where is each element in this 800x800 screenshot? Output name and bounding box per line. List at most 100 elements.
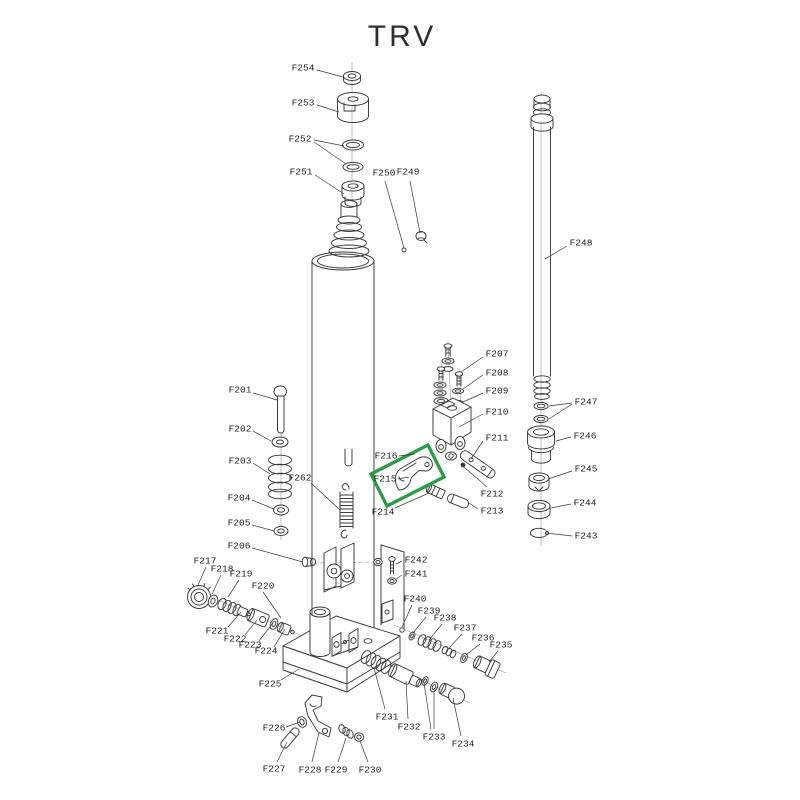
part-label-F254: F254 xyxy=(292,63,344,78)
piston-rod-top xyxy=(328,200,370,258)
svg-text:F250: F250 xyxy=(373,168,396,179)
part-label-F225: F225 xyxy=(259,668,300,690)
svg-text:F216: F216 xyxy=(375,451,398,462)
svg-text:F207: F207 xyxy=(486,349,509,360)
svg-text:F220: F220 xyxy=(252,581,275,592)
part-label-F241: F241 xyxy=(395,569,428,580)
return-spring xyxy=(339,448,354,539)
left-parts-column xyxy=(268,385,292,537)
svg-text:F248: F248 xyxy=(570,238,593,249)
svg-text:F252: F252 xyxy=(289,134,312,145)
part-label-F210: F210 xyxy=(458,407,509,428)
svg-text:F218: F218 xyxy=(211,564,234,575)
part-label-F239: F239 xyxy=(412,606,441,634)
part-label-F226: F226 xyxy=(263,721,301,734)
part-label-F240: F240 xyxy=(401,594,427,628)
parts-drawing xyxy=(187,71,555,749)
part-label-F209: F209 xyxy=(462,386,509,403)
svg-text:F223: F223 xyxy=(239,640,262,651)
svg-text:F229: F229 xyxy=(325,765,348,776)
base-assembly xyxy=(282,599,401,693)
svg-text:F247: F247 xyxy=(575,397,598,408)
part-label-F221: F221 xyxy=(206,611,242,637)
part-label-F213: F213 xyxy=(468,502,504,517)
part-label-F211: F211 xyxy=(470,433,509,460)
svg-text:F246: F246 xyxy=(574,431,597,442)
part-label-F220: F220 xyxy=(252,581,282,619)
part-label-F262: F262 xyxy=(289,473,341,511)
part-label-F233: F233 xyxy=(423,682,446,743)
part-label-F250: F250 xyxy=(373,168,405,249)
svg-text:F210: F210 xyxy=(486,407,509,418)
svg-text:F201: F201 xyxy=(229,385,252,396)
svg-text:F219: F219 xyxy=(230,569,253,580)
release-screw-assembly xyxy=(187,583,295,636)
svg-text:F205: F205 xyxy=(228,518,251,529)
axis-lines xyxy=(189,62,542,704)
svg-text:F231: F231 xyxy=(376,712,399,723)
part-label-F253: F253 xyxy=(292,98,340,113)
part-label-F227: F227 xyxy=(263,741,288,775)
svg-text:F240: F240 xyxy=(404,594,427,605)
top-cap-assembly xyxy=(337,71,369,207)
part-label-F229: F229 xyxy=(325,737,348,776)
part-label-F223: F223 xyxy=(239,623,273,651)
svg-text:F202: F202 xyxy=(229,424,252,435)
svg-text:F241: F241 xyxy=(405,569,428,580)
svg-text:F249: F249 xyxy=(397,167,420,178)
svg-text:F225: F225 xyxy=(259,679,282,690)
base-clevis xyxy=(331,632,342,657)
svg-text:F242: F242 xyxy=(405,555,428,566)
part-label-F230: F230 xyxy=(359,740,382,776)
part-label-F243: F243 xyxy=(545,531,598,542)
handle-bracket-assembly xyxy=(280,694,365,749)
part-label-F238: F238 xyxy=(428,613,457,641)
part-label-F218: F218 xyxy=(211,564,234,595)
valve-pin xyxy=(460,462,466,468)
svg-text:F244: F244 xyxy=(574,498,597,509)
svg-text:F215: F215 xyxy=(374,474,397,485)
svg-text:F239: F239 xyxy=(418,606,441,617)
pump-valve-parts-upper xyxy=(399,627,501,679)
svg-text:F224: F224 xyxy=(255,646,278,657)
side-bolt-parts xyxy=(373,544,405,629)
svg-text:F212: F212 xyxy=(481,489,504,500)
svg-text:F217: F217 xyxy=(194,556,217,567)
part-label-F214: F214 xyxy=(372,492,430,518)
part-label-F237: F237 xyxy=(448,623,476,649)
svg-text:F214: F214 xyxy=(372,507,395,518)
part-label-F208: F208 xyxy=(462,368,509,390)
part-label-F234: F234 xyxy=(452,697,475,750)
part-label-F228: F228 xyxy=(299,732,322,776)
svg-text:F232: F232 xyxy=(398,722,421,733)
clamp-bracket xyxy=(301,542,355,593)
svg-text:F236: F236 xyxy=(472,633,495,644)
part-label-F205: F205 xyxy=(228,518,275,532)
svg-text:F211: F211 xyxy=(486,433,509,444)
part-label-F252: F252 xyxy=(289,134,347,165)
top-side-screws xyxy=(401,231,428,253)
svg-text:F227: F227 xyxy=(263,764,286,775)
svg-text:F253: F253 xyxy=(292,98,315,109)
release-lever xyxy=(394,456,433,491)
part-label-F249: F249 xyxy=(397,167,421,234)
part-label-F201: F201 xyxy=(229,385,278,401)
svg-text:F235: F235 xyxy=(490,640,513,651)
part-label-F246: F246 xyxy=(555,431,597,442)
main-cylinder xyxy=(311,251,375,641)
part-label-F245: F245 xyxy=(547,464,598,480)
svg-text:F230: F230 xyxy=(359,765,382,776)
part-label-F202: F202 xyxy=(229,424,272,442)
part-label-F217: F217 xyxy=(194,556,217,586)
svg-text:F254: F254 xyxy=(292,63,315,74)
part-label-F204: F204 xyxy=(228,493,275,510)
svg-text:F206: F206 xyxy=(228,541,251,552)
svg-text:F209: F209 xyxy=(486,386,509,397)
svg-text:F262: F262 xyxy=(289,473,312,484)
pump-cylinder xyxy=(309,611,331,657)
part-label-F212: F212 xyxy=(463,466,504,500)
svg-text:F204: F204 xyxy=(228,493,251,504)
diagram-title: TRV xyxy=(368,20,436,53)
part-label-F242: F242 xyxy=(395,555,428,566)
